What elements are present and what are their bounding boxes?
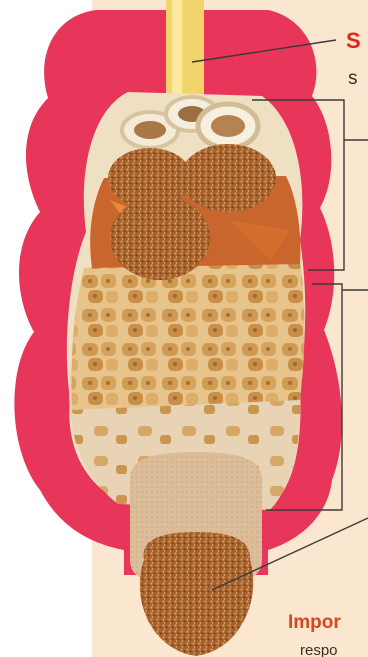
section-sublabel: s	[348, 68, 358, 90]
granule-patty	[180, 144, 276, 212]
footer-sublabel: respo	[300, 642, 338, 657]
footer-label: Impor	[288, 612, 341, 634]
granule-patty	[110, 196, 210, 280]
upper-tube	[166, 0, 204, 100]
outlet-granules	[140, 532, 253, 656]
middle-contents	[72, 262, 305, 410]
section-label: S	[346, 28, 361, 54]
